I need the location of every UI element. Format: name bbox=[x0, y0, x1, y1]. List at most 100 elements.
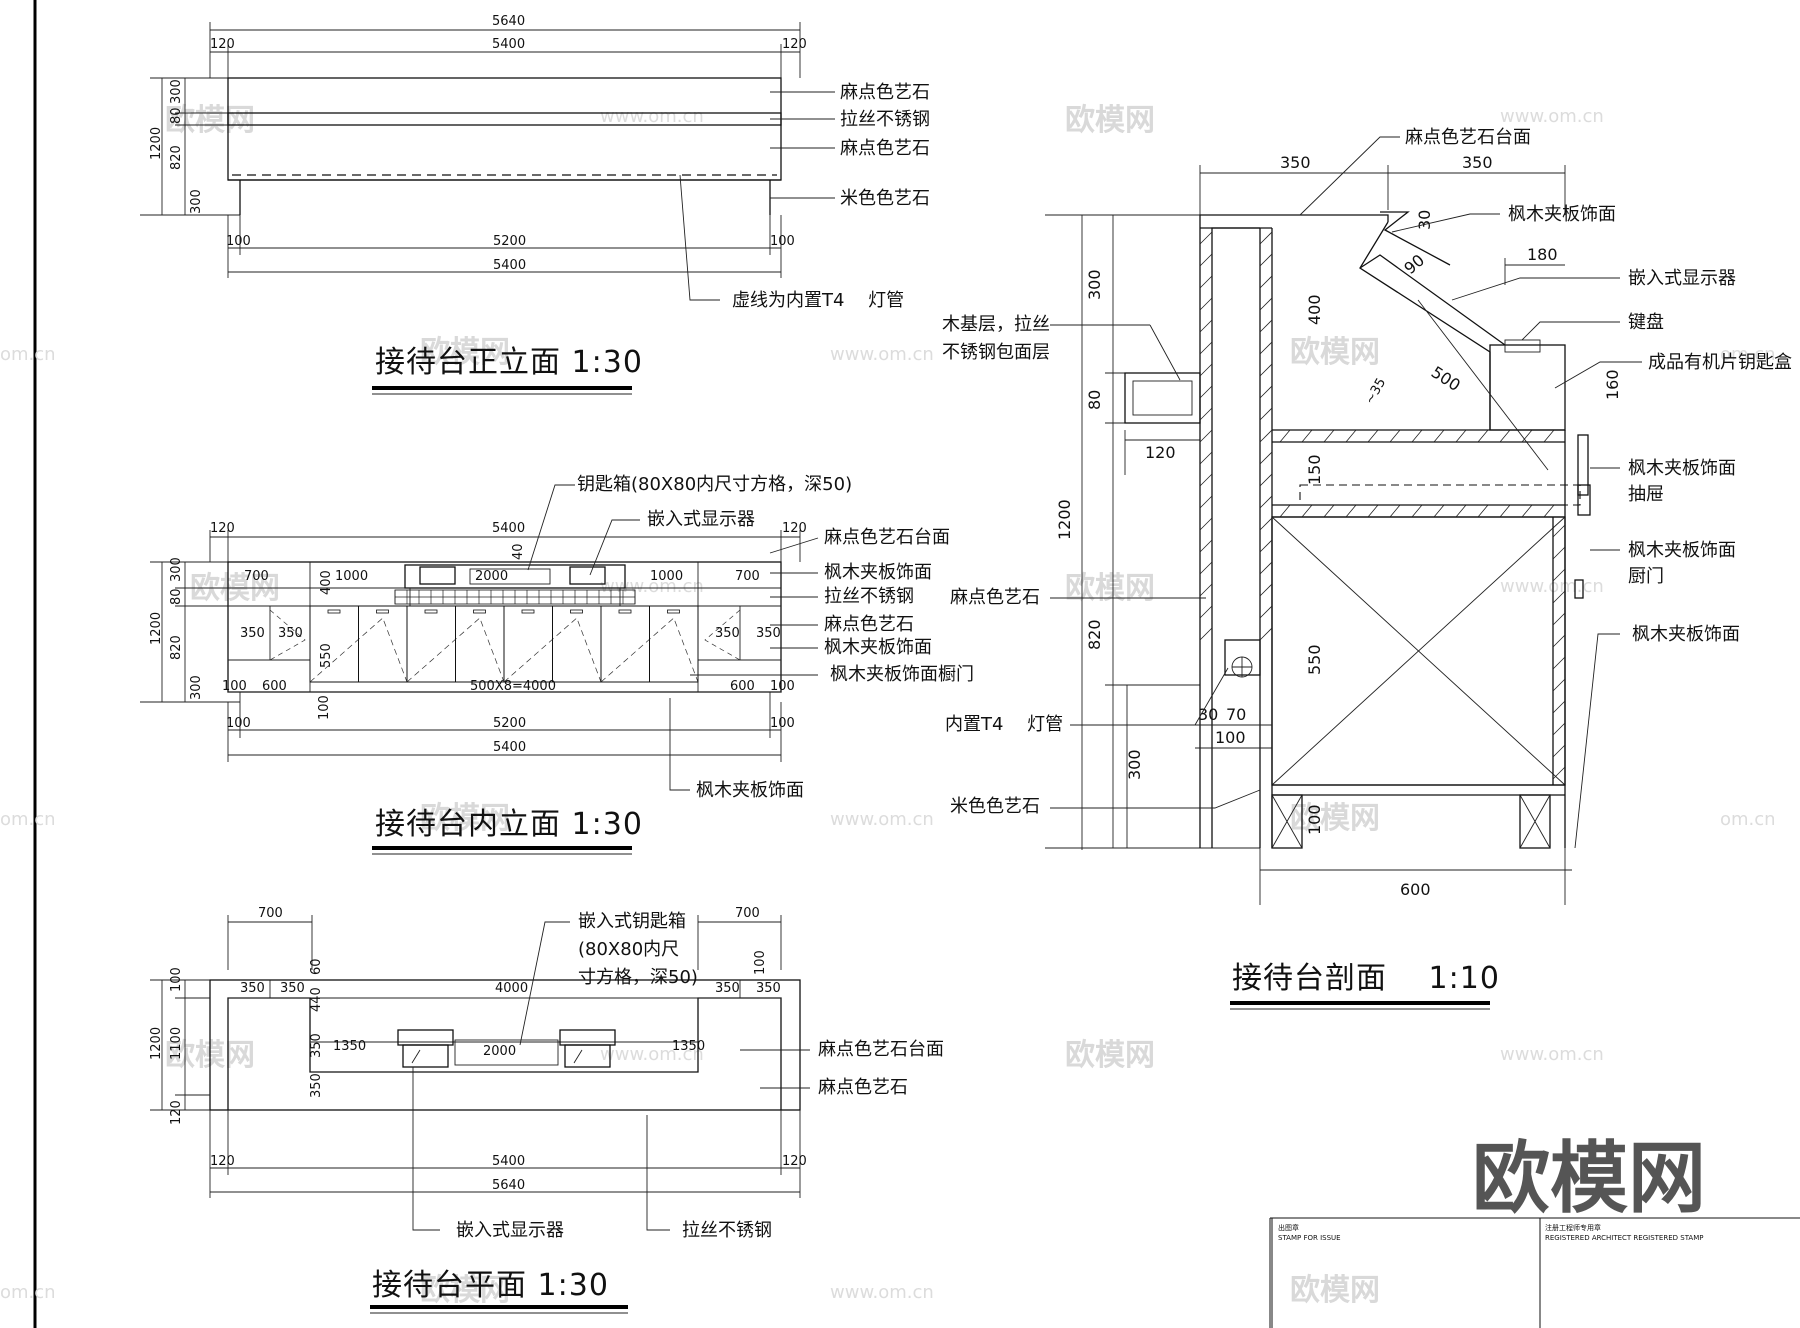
dim-label: 300 bbox=[169, 557, 184, 582]
hatch-line bbox=[1199, 231, 1213, 245]
cabinet-door bbox=[358, 605, 408, 683]
wall-hatching bbox=[1199, 231, 1566, 780]
dim-label: 2000 bbox=[483, 1044, 516, 1059]
hatch-line bbox=[1433, 504, 1445, 518]
callout-label: (80X80内尺 bbox=[578, 939, 679, 960]
dim-label: 1100 bbox=[169, 1027, 184, 1060]
dim-label: 120 bbox=[169, 1100, 184, 1125]
door-handle bbox=[570, 609, 583, 614]
dim-label: 30 bbox=[1198, 705, 1218, 724]
hatch-line bbox=[1199, 451, 1213, 465]
hatch-line bbox=[1552, 590, 1566, 604]
dim-label: 100 bbox=[770, 679, 795, 694]
dim-label: 350 bbox=[278, 626, 303, 641]
watermark-brand: 欧模网 bbox=[420, 801, 510, 836]
hatch-line bbox=[1521, 504, 1533, 518]
material-label: 枫木夹板饰面 bbox=[1508, 204, 1616, 225]
hatch-line bbox=[1367, 429, 1379, 443]
dim-label: 120 bbox=[210, 521, 235, 536]
dim-label: 100 bbox=[1215, 728, 1246, 747]
hatch-line bbox=[1199, 253, 1213, 267]
dim-label: 350 bbox=[715, 626, 740, 641]
watermark-url: om.cn bbox=[1720, 344, 1776, 365]
dim-label: 300 bbox=[169, 79, 184, 104]
hatch-line bbox=[1552, 612, 1566, 626]
dim-label: 700 bbox=[735, 569, 760, 584]
cabinet-doors bbox=[269, 605, 741, 683]
hatch-line bbox=[1279, 429, 1291, 443]
dim-label: 300 bbox=[189, 189, 204, 214]
dim-label: 350 bbox=[756, 981, 781, 996]
dim-label: 100 bbox=[169, 967, 184, 992]
hatch-line bbox=[1433, 429, 1445, 443]
material-label: 枫木夹板饰面 bbox=[824, 637, 932, 658]
material-label: 麻点色艺石台面 bbox=[1405, 127, 1531, 148]
dim-label: 350 bbox=[309, 1073, 324, 1098]
material-label: 麻点色艺石 bbox=[950, 587, 1040, 608]
stamp-label: 注册工程师专用章 bbox=[1545, 1223, 1601, 1232]
hatch-line bbox=[1199, 297, 1213, 311]
watermark-url: om.cn bbox=[0, 809, 56, 830]
door-swing bbox=[503, 617, 602, 683]
dim-label: 120 bbox=[782, 1154, 807, 1169]
door-handle bbox=[424, 609, 438, 614]
material-label: 枫木夹板饰面 bbox=[1628, 540, 1736, 561]
dim-label: 100 bbox=[770, 234, 795, 249]
dim-label: 700 bbox=[258, 906, 283, 921]
dim-label: 300 bbox=[189, 675, 204, 700]
dim-label: 1000 bbox=[335, 569, 368, 584]
hatch-line bbox=[1455, 504, 1467, 518]
callout-label: 寸方格，深50) bbox=[578, 967, 698, 988]
hatch-line bbox=[1199, 473, 1213, 487]
door-swing bbox=[309, 617, 408, 683]
dim-label: 100 bbox=[317, 695, 332, 720]
door-handle bbox=[327, 609, 341, 614]
dim-label: 350 bbox=[240, 981, 265, 996]
dim-label: 350 bbox=[280, 981, 305, 996]
cabinet-door bbox=[649, 605, 699, 683]
dim-label: 5400 bbox=[493, 258, 526, 273]
watermark-url: www.om.cn bbox=[1500, 106, 1604, 127]
dim-label: 700 bbox=[735, 906, 760, 921]
hatch-line bbox=[1345, 429, 1357, 443]
hatch-line bbox=[1259, 517, 1273, 531]
callout-label: 嵌入式显示器 bbox=[647, 509, 755, 530]
watermark-brand: 欧模网 bbox=[1065, 571, 1155, 606]
hatch-line bbox=[1552, 766, 1566, 780]
dim-label: 300 bbox=[1125, 749, 1144, 780]
dim-label: 600 bbox=[262, 679, 287, 694]
hatch-line bbox=[1259, 385, 1273, 399]
plan-view: 700 700 100 1200 1100 120 350 350 60 400… bbox=[149, 906, 944, 1314]
dim-label: 350 bbox=[309, 1033, 324, 1058]
hatch-line bbox=[1552, 700, 1566, 714]
material-label: 麻点色艺石 bbox=[824, 614, 914, 635]
dim-label: 120 bbox=[210, 37, 235, 52]
dim-label: 80 bbox=[169, 107, 184, 124]
dim-label: 1200 bbox=[149, 127, 164, 160]
door-handle bbox=[521, 609, 535, 614]
dim-label: 1200 bbox=[149, 1027, 164, 1060]
dim-label: 820 bbox=[169, 145, 184, 170]
hatch-line bbox=[1199, 319, 1213, 333]
cabinet-door bbox=[455, 605, 505, 683]
dim-label: 550 bbox=[319, 643, 334, 668]
watermark-url: www.om.cn bbox=[600, 1044, 704, 1065]
hatch-line bbox=[1279, 504, 1291, 518]
watermark-brand: 欧模网 bbox=[1290, 1273, 1380, 1308]
watermark-brand: 欧模网 bbox=[1290, 801, 1380, 836]
key-grid bbox=[394, 590, 636, 604]
dim-label: 1000 bbox=[650, 569, 683, 584]
watermark-brand: 欧模网 bbox=[190, 571, 280, 606]
dim-label: 80 bbox=[1085, 390, 1104, 410]
material-label: 嵌入式显示器 bbox=[1628, 268, 1736, 289]
hatch-line bbox=[1259, 231, 1273, 245]
watermark-url: om.cn bbox=[1720, 809, 1776, 830]
dim-label: 90 bbox=[1400, 250, 1428, 278]
hatch-line bbox=[1259, 363, 1273, 377]
door-handle bbox=[618, 609, 632, 614]
watermark-url: www.om.cn bbox=[830, 1282, 934, 1303]
dim-label: 60 bbox=[309, 958, 324, 975]
material-label: 麻点色艺石 bbox=[840, 82, 930, 103]
dim-label: 4000 bbox=[495, 981, 528, 996]
dim-label: 5400 bbox=[492, 1154, 525, 1169]
